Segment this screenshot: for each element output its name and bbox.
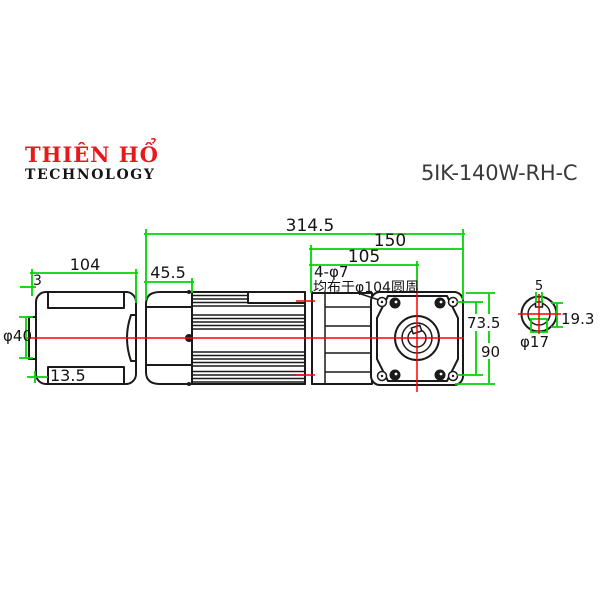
side-view-rear-housing (145, 290, 193, 386)
dim-notch-offset: 13.5 (50, 366, 86, 385)
dim-fan-cover-depth: 45.5 (150, 263, 186, 282)
dim-boss-offset: 3 (33, 273, 42, 289)
bolt-note-line1: 4-φ7 (314, 263, 348, 281)
dim-bolt-pitch: 73.5 (467, 314, 500, 332)
dim-overall-length: 314.5 (286, 216, 335, 236)
centerlines (27, 288, 561, 392)
dim-shaft-height: 19.3 (561, 310, 594, 328)
dim-shaft-diameter: φ17 (520, 333, 549, 351)
dim-shaft-center-distance: 105 (348, 247, 380, 267)
dimension-labels: 314.5 150 105 45.5 4-φ7 均布于φ104圆周 104 3 … (3, 216, 594, 385)
model-number-title: 5IK-140W-RH-C (421, 161, 578, 185)
dim-cover-width: 104 (70, 255, 101, 274)
dimension-lines (19, 229, 563, 385)
bolt-note-leader (357, 292, 380, 301)
dim-face-size: 90 (481, 343, 500, 361)
dim-gearhead-length: 150 (374, 231, 406, 251)
dim-key-width: 5 (535, 279, 543, 294)
dim-boss-diameter: φ40 (3, 327, 32, 345)
logo: THIÊN HỔ TECHNOLOGY (25, 144, 159, 182)
bolt-note-line2: 均布于φ104圆周 (313, 280, 419, 296)
logo-subtitle-text: TECHNOLOGY (25, 167, 156, 183)
case-screws (389, 297, 446, 381)
logo-brand-text: THIÊN HỔ (25, 142, 159, 167)
